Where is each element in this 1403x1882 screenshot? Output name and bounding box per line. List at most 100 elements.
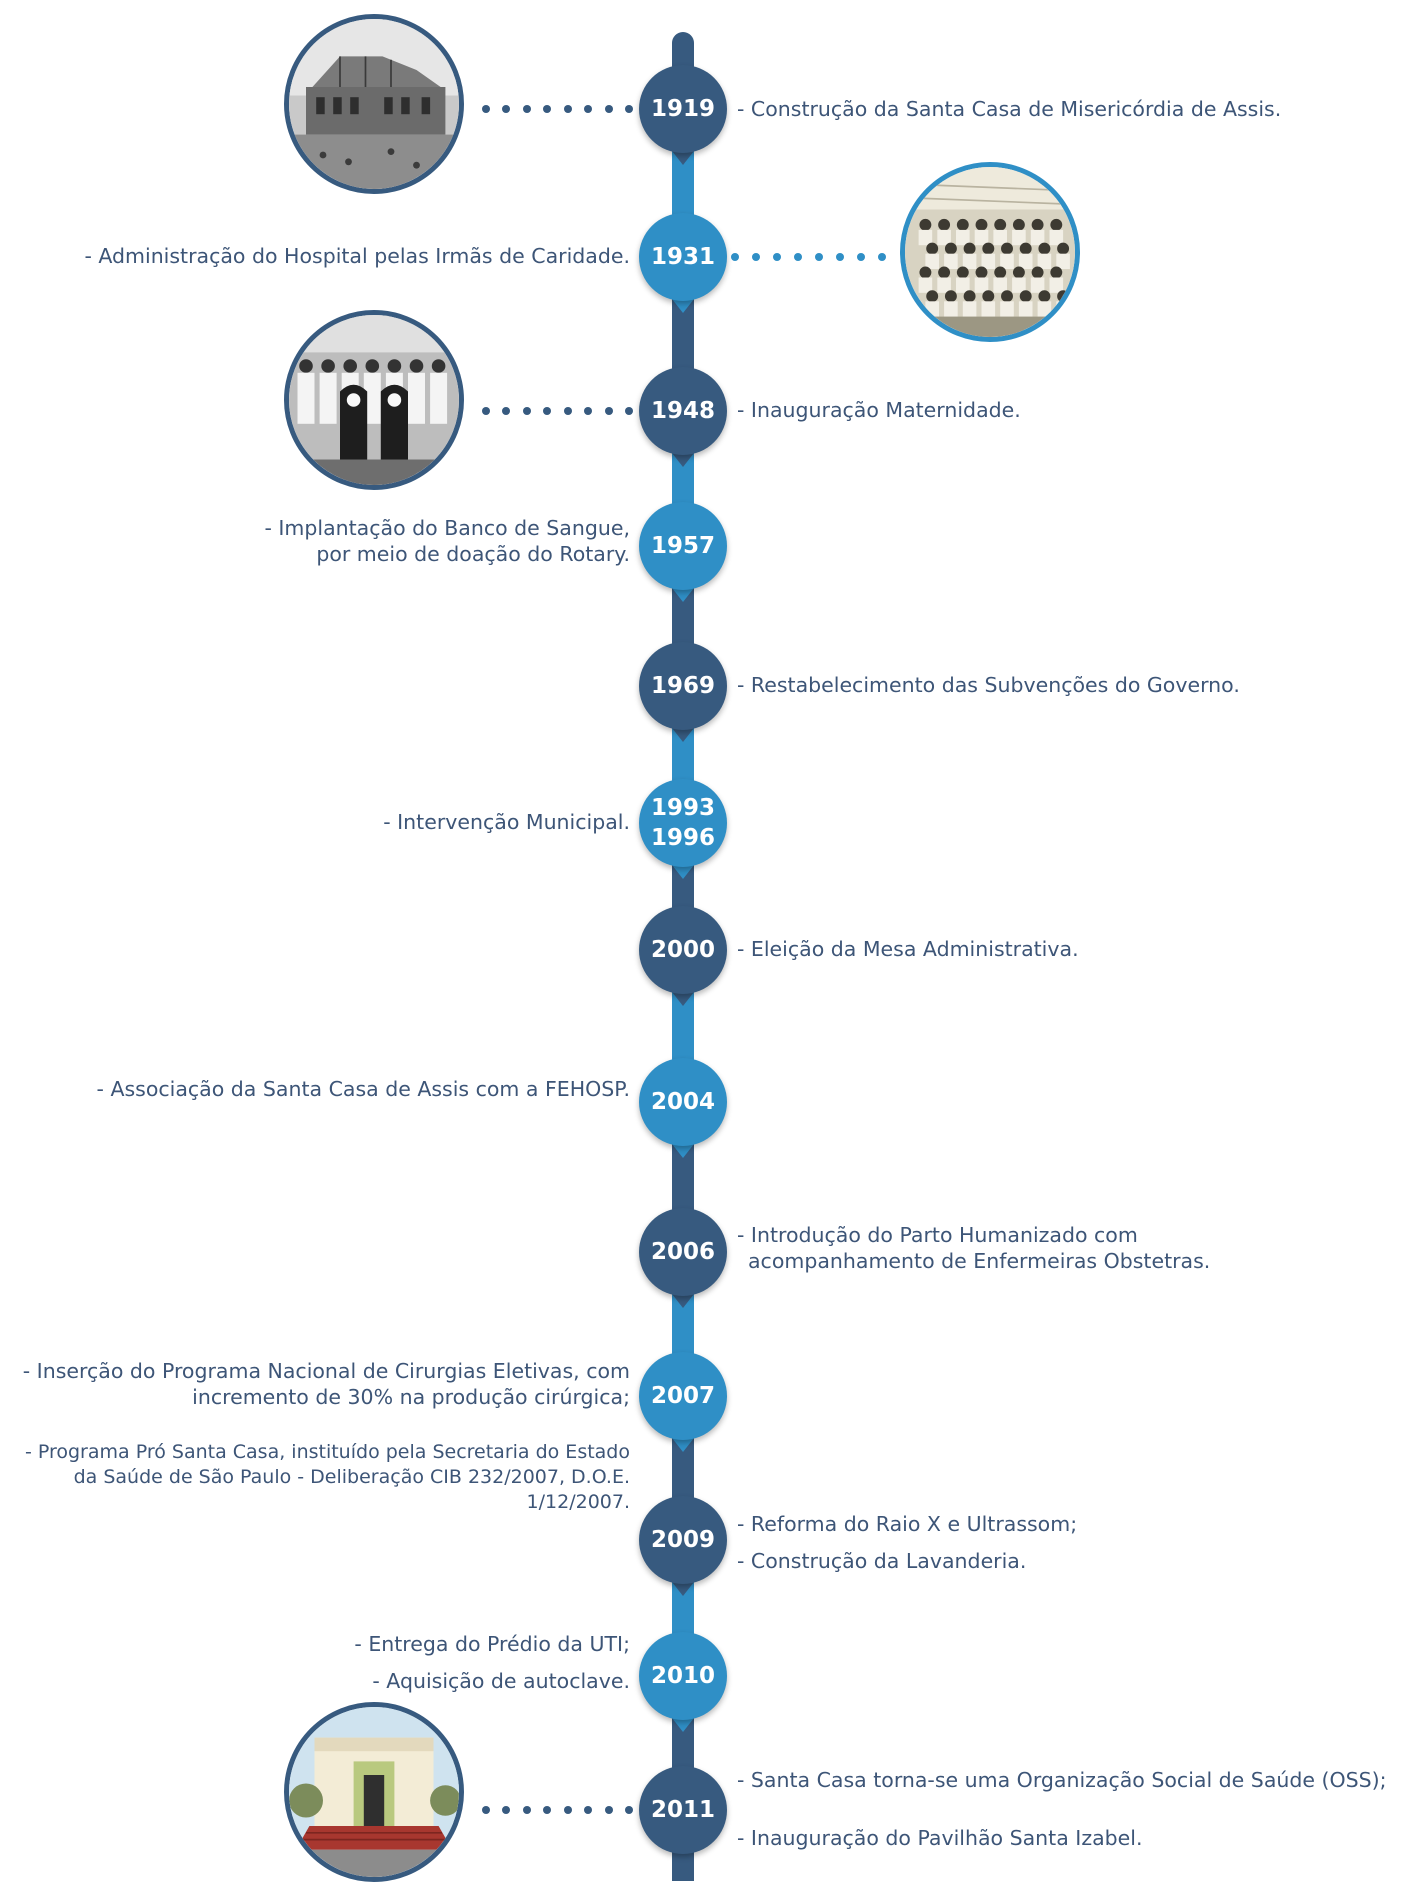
group-of-sisters-photo bbox=[900, 162, 1080, 342]
year-node: 2011 bbox=[639, 1766, 727, 1854]
connector-dot bbox=[502, 1806, 510, 1814]
timeline-chevron bbox=[672, 865, 694, 879]
nurses-and-nuns-photo bbox=[284, 310, 464, 490]
year-label: 1993 bbox=[650, 795, 715, 821]
connector-dot bbox=[731, 253, 739, 261]
connector-dot bbox=[605, 105, 613, 113]
connector-dot bbox=[584, 105, 592, 113]
year-node: 2009 bbox=[639, 1496, 727, 1584]
connector-dot bbox=[523, 105, 531, 113]
dotted-connector bbox=[731, 253, 886, 261]
connector-dot bbox=[564, 1806, 572, 1814]
year-label: 2000 bbox=[650, 937, 715, 963]
connector-dot bbox=[625, 407, 633, 415]
connector-dot bbox=[773, 253, 781, 261]
event-description: - Introdução do Parto Humanizado com bbox=[737, 1223, 1138, 1247]
timeline-chevron bbox=[672, 1852, 694, 1866]
year-node: 1993 1996 bbox=[639, 779, 727, 867]
event-description: - Restabelecimento das Subvenções do Gov… bbox=[737, 673, 1240, 697]
connector-dot bbox=[482, 1806, 490, 1814]
connector-dot bbox=[857, 253, 865, 261]
year-node: 2000 bbox=[639, 906, 727, 994]
connector-dot bbox=[482, 105, 490, 113]
dotted-connector bbox=[482, 105, 633, 113]
connector-dot bbox=[584, 407, 592, 415]
event-description: incremento de 30% na produção cirúrgica; bbox=[192, 1385, 630, 1409]
timeline-chevron bbox=[672, 299, 694, 313]
timeline-chevron bbox=[672, 992, 694, 1006]
connector-dot bbox=[523, 1806, 531, 1814]
event-description: por meio de doação do Rotary. bbox=[316, 542, 630, 566]
event-description: - Administração do Hospital pelas Irmãs … bbox=[84, 244, 630, 268]
timeline-chevron bbox=[672, 453, 694, 467]
year-label: 2007 bbox=[650, 1383, 715, 1409]
connector-dot bbox=[502, 105, 510, 113]
event-description: - Reforma do Raio X e Ultrassom; bbox=[737, 1512, 1078, 1536]
year-label: 1919 bbox=[650, 96, 715, 122]
year-label: 2006 bbox=[650, 1239, 715, 1265]
year-label: 2010 bbox=[650, 1663, 715, 1689]
timeline-chevron bbox=[672, 151, 694, 165]
connector-dot bbox=[543, 407, 551, 415]
event-description: - Inauguração do Pavilhão Santa Izabel. bbox=[737, 1826, 1143, 1850]
event-description: - Programa Pró Santa Casa, instituído pe… bbox=[24, 1441, 630, 1463]
event-description: - Eleição da Mesa Administrativa. bbox=[737, 937, 1079, 961]
connector-dot bbox=[564, 105, 572, 113]
connector-dot bbox=[878, 253, 886, 261]
event-description: - Associação da Santa Casa de Assis com … bbox=[96, 1077, 630, 1101]
connector-dot bbox=[502, 407, 510, 415]
year-label: 2009 bbox=[650, 1527, 715, 1553]
event-description: 1/12/2007. bbox=[526, 1491, 630, 1513]
timeline-chevron bbox=[672, 728, 694, 742]
connector-dot bbox=[605, 407, 613, 415]
connector-dot bbox=[815, 253, 823, 261]
event-description: - Intervenção Municipal. bbox=[383, 810, 630, 834]
event-description: - Implantação do Banco de Sangue, bbox=[264, 516, 630, 540]
connector-dot bbox=[836, 253, 844, 261]
year-node: 1931 bbox=[639, 213, 727, 301]
connector-dot bbox=[523, 407, 531, 415]
year-node: 2010 bbox=[639, 1632, 727, 1720]
connector-dot bbox=[543, 1806, 551, 1814]
year-label: 1948 bbox=[650, 398, 715, 424]
year-label: 2011 bbox=[650, 1797, 715, 1823]
year-node: 1957 bbox=[639, 502, 727, 590]
year-node: 1969 bbox=[639, 642, 727, 730]
event-description: - Santa Casa torna-se uma Organização So… bbox=[737, 1768, 1387, 1792]
event-description: - Inauguração Maternidade. bbox=[737, 398, 1021, 422]
dotted-connector bbox=[482, 1806, 633, 1814]
event-description: da Saúde de São Paulo - Deliberação CIB … bbox=[73, 1466, 630, 1488]
construction-building-photo bbox=[284, 14, 464, 194]
connector-dot bbox=[584, 1806, 592, 1814]
connector-dot bbox=[794, 253, 802, 261]
year-node: 1948 bbox=[639, 367, 727, 455]
timeline-chevron bbox=[672, 1718, 694, 1732]
timeline-chevron bbox=[672, 1294, 694, 1308]
event-description: - Construção da Lavanderia. bbox=[737, 1549, 1027, 1573]
year-label: 1969 bbox=[650, 673, 715, 699]
connector-dot bbox=[605, 1806, 613, 1814]
hospital-entrance-photo bbox=[284, 1702, 464, 1882]
event-description: acompanhamento de Enfermeiras Obstetras. bbox=[748, 1249, 1211, 1273]
connector-dot bbox=[752, 253, 760, 261]
event-description: - Aquisição de autoclave. bbox=[372, 1669, 630, 1693]
timeline-chevron bbox=[672, 1582, 694, 1596]
year-node: 2006 bbox=[639, 1208, 727, 1296]
connector-dot bbox=[625, 105, 633, 113]
connector-dot bbox=[564, 407, 572, 415]
year-label: 1931 bbox=[650, 244, 715, 270]
year-node: 2007 bbox=[639, 1352, 727, 1440]
connector-dot bbox=[543, 105, 551, 113]
year-label: 1957 bbox=[650, 533, 715, 559]
event-description: - Construção da Santa Casa de Misericórd… bbox=[737, 97, 1282, 121]
timeline-chevron bbox=[672, 1144, 694, 1158]
connector-dot bbox=[625, 1806, 633, 1814]
connector-dot bbox=[482, 407, 490, 415]
year-node: 2004 bbox=[639, 1058, 727, 1146]
timeline-chevron bbox=[672, 588, 694, 602]
year-node: 1919 bbox=[639, 65, 727, 153]
year-label: 2004 bbox=[650, 1089, 715, 1115]
dotted-connector bbox=[482, 407, 633, 415]
year-label: 1996 bbox=[650, 825, 715, 851]
